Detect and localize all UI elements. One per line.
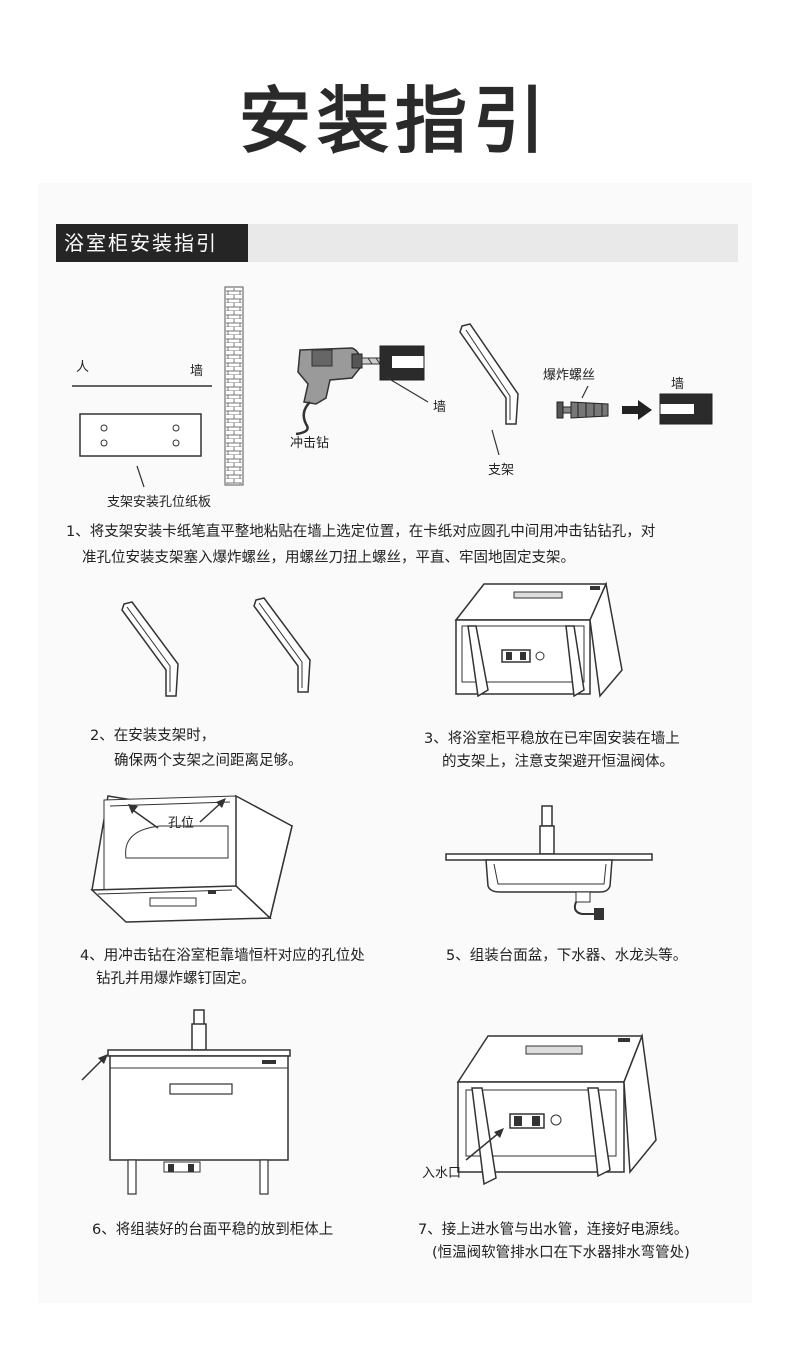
- label-person: 人: [76, 360, 90, 375]
- label-template-board: 支架安装孔位纸板: [107, 495, 212, 510]
- step-5-line-1: 5、组装台面盆，下水器、水龙头等。: [446, 948, 688, 964]
- label-expansion-screw: 爆炸螺丝: [543, 368, 596, 383]
- step-2-line-2: 确保两个支架之间距离足够。: [114, 753, 303, 769]
- step-7-line-1: 7、接上进水管与出水管，连接好电源线。: [418, 1222, 689, 1238]
- page-title: 安装指引: [238, 79, 551, 163]
- label-bracket: 支架: [488, 463, 515, 478]
- step-4-line-1: 4、用冲击钻在浴室柜靠墙恒杆对应的孔位处: [80, 948, 365, 964]
- step-4-line-2: 钻孔并用爆炸螺钉固定。: [96, 971, 256, 987]
- section-title: 浴室柜安装指引: [56, 224, 248, 262]
- label-hole-position: 孔位: [168, 816, 195, 831]
- step-1-line-2: 准孔位安装支架塞入爆炸螺丝，用螺丝刀扭上螺丝，平直、牢固地固定支架。: [82, 550, 575, 566]
- step-7-line-2: (恒温阀软管排水口在下水器排水弯管处): [432, 1245, 690, 1261]
- step-3-line-2: 的支架上，注意支架避开恒温阀体。: [442, 754, 674, 770]
- label-wall-screw: 墙: [671, 377, 685, 392]
- right-arrow-icon: [622, 400, 652, 420]
- label-wall: 墙: [190, 364, 204, 379]
- step-2-line-1: 2、在安装支架时，: [90, 728, 216, 744]
- label-water-inlet: 入水口: [422, 1166, 462, 1181]
- label-impact-drill: 冲击钻: [290, 436, 330, 451]
- step-1-line-1: 1、将支架安装卡纸笔直平整地粘贴在墙上选定位置，在卡纸对应圆孔中间用冲击钻钻孔，…: [66, 524, 656, 540]
- step-6-line-1: 6、将组装好的台面平稳的放到柜体上: [92, 1222, 334, 1238]
- step-3-line-1: 3、将浴室柜平稳放在已牢固安装在墙上: [424, 731, 680, 747]
- label-wall-drill: 墙: [433, 400, 447, 415]
